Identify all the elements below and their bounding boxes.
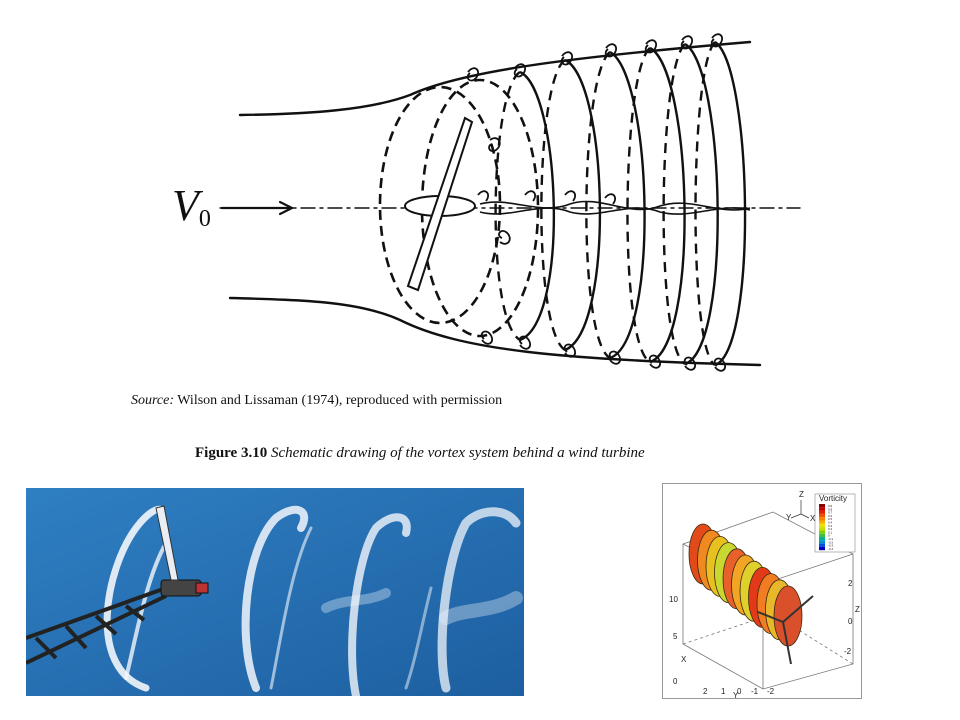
- legend-value: -0.3: [828, 544, 834, 548]
- legend-value: -0.1: [828, 537, 834, 541]
- y-axis-label: Y: [733, 691, 739, 698]
- source-text: Wilson and Lissaman (1974), reproduced w…: [177, 393, 503, 408]
- legend-value: 0.5: [828, 517, 833, 521]
- legend-swatch: [819, 546, 825, 551]
- legend-swatch: [819, 517, 825, 521]
- legend-swatch: [819, 510, 825, 514]
- caption-number: Figure 3.10: [195, 445, 268, 461]
- triad-x-label: X: [810, 514, 816, 523]
- z-tick-0: 0: [848, 617, 853, 626]
- turbine-blade: [155, 505, 179, 581]
- legend-swatch: [819, 527, 825, 531]
- turbine-nacelle: [160, 579, 202, 597]
- figure-source-line: Source: Wilson and Lissaman (1974), repr…: [131, 393, 502, 409]
- legend-swatch: [819, 513, 825, 518]
- legend-value: 0.7: [828, 511, 833, 515]
- cfd-plot-canvas: Vorticity 0.90.80.70.60.50.40.30.20.10-0…: [669, 490, 860, 700]
- legend-swatch: [819, 504, 825, 508]
- legend-swatch: [819, 540, 825, 544]
- y-tick-m2: -2: [767, 687, 775, 696]
- legend-swatch: [819, 533, 825, 537]
- helix-ring-4: [649, 46, 686, 364]
- cfd-rotor: [757, 595, 814, 665]
- turbine-tower: [26, 586, 167, 640]
- triad-z-label: Z: [799, 490, 804, 499]
- z-tick-m2: -2: [844, 647, 852, 656]
- legend-swatch: [819, 507, 825, 511]
- axis-triad: [790, 500, 810, 519]
- helix-ring-1: [519, 70, 556, 342]
- vortex-disc: [773, 585, 803, 647]
- smoke-trail-3: [348, 513, 411, 696]
- legend-value: 0.8: [828, 507, 833, 511]
- legend-value: 0.6: [828, 514, 833, 518]
- helix-ring-3: [609, 50, 646, 360]
- x-tick-10: 10: [669, 595, 678, 604]
- legend-value: 0.2: [828, 527, 833, 531]
- caption-text: Schematic drawing of the vortex system b…: [270, 445, 645, 461]
- smoke-trail-2: [241, 505, 309, 692]
- legend-value: -0.4: [828, 547, 834, 551]
- y-tick-1: 1: [721, 687, 726, 696]
- legend-value: 0.3: [828, 524, 833, 528]
- triad-y-label: Y: [786, 513, 792, 522]
- legend-title: Vorticity: [819, 494, 847, 503]
- rotor-blade: [406, 116, 474, 292]
- vortex-disc-group: [688, 523, 803, 647]
- legend-value: 0.9: [828, 504, 833, 508]
- legend-swatch: [819, 537, 825, 541]
- legend-swatch: [819, 523, 825, 528]
- y-tick-2: 2: [703, 687, 708, 696]
- vortex-schematic-drawing: [219, 33, 801, 372]
- helix-ring-5: [684, 42, 719, 366]
- colorbar-legend: Vorticity 0.90.80.70.60.50.40.30.20.10-0…: [814, 493, 856, 553]
- legend-swatch: [819, 530, 825, 534]
- x-tick-5: 5: [673, 632, 678, 641]
- legend-value: -0.2: [828, 540, 834, 544]
- y-tick-m1: -1: [751, 687, 759, 696]
- y-tick-0: 0: [737, 687, 742, 696]
- inflow-velocity-label: V0: [172, 181, 211, 232]
- z-axis-label: Z: [855, 605, 860, 614]
- legend-swatch: [819, 520, 825, 524]
- x-tick-0: 0: [673, 677, 678, 686]
- source-label: Source:: [131, 393, 175, 408]
- z-tick-2: 2: [848, 579, 853, 588]
- smoke-visualization-photo: [26, 488, 524, 696]
- smoke-trail-4: [437, 507, 521, 693]
- helix-ring-2: [564, 58, 602, 352]
- figure-caption: Figure 3.10 Schematic drawing of the vor…: [195, 445, 645, 462]
- legend-value: 0.1: [828, 530, 833, 534]
- x-axis-label: X: [681, 655, 687, 664]
- legend-value: 0: [828, 534, 830, 538]
- rotor-disc-outline: [378, 85, 502, 325]
- legend-swatch: [819, 543, 825, 547]
- legend-value: 0.4: [828, 521, 833, 525]
- helix-ring-6: [714, 40, 747, 367]
